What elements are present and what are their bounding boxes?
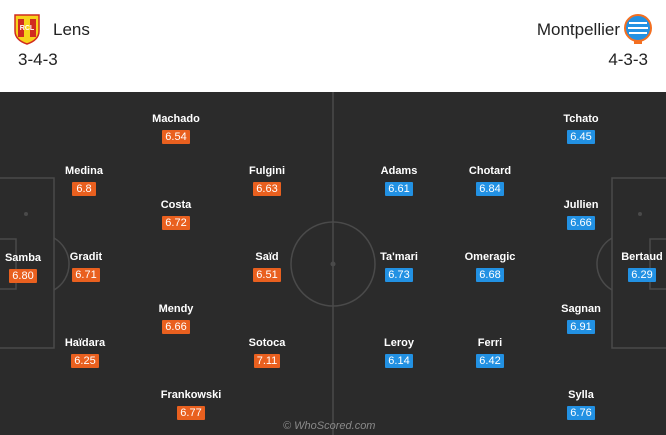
home-player-card[interactable]: Fulgini 6.63 [227,165,307,197]
away-player-card[interactable]: Sagnan 6.91 [541,303,621,335]
home-player-card[interactable]: Haïdara 6.25 [45,337,125,369]
player-rating-badge: 6.8 [72,182,96,196]
away-player-card[interactable]: Omeragic 6.68 [450,251,530,283]
player-name: Costa [160,199,192,211]
player-name: Leroy [384,337,414,349]
player-rating-badge: 6.76 [567,406,595,420]
away-player-card[interactable]: Adams 6.61 [359,165,439,197]
home-player-card[interactable]: Gradit 6.71 [46,251,126,283]
player-rating-badge: 6.51 [253,268,281,282]
player-name: Frankowski [160,389,222,401]
away-formation: 4-3-3 [608,50,648,69]
player-name: Tchato [563,113,599,125]
player-name: Haïdara [64,337,106,349]
match-header: RCL Lens 3-4-3 Montpellier 4-3-3 [0,0,666,92]
lens-crest-icon[interactable]: RCL [14,13,40,45]
player-rating-badge: 6.84 [476,182,504,196]
player-name: Samba [4,252,42,264]
player-name: Bertaud [621,251,663,263]
player-rating-badge: 6.66 [567,216,595,230]
player-rating-badge: 6.68 [476,268,504,282]
home-player-card[interactable]: Saïd 6.51 [227,251,307,283]
player-name: Omeragic [464,251,516,263]
player-name: Chotard [468,165,512,177]
player-rating-badge: 6.14 [385,354,413,368]
player-name: Adams [380,165,418,177]
away-player-card[interactable]: Tchato 6.45 [541,113,621,145]
home-formation: 3-4-3 [18,50,58,69]
player-rating-badge: 6.71 [72,268,100,282]
player-name: Gradit [69,251,103,263]
player-name: Mendy [158,303,194,315]
player-name: Ferri [477,337,503,349]
player-name: Jullien [563,199,599,211]
whoscored-watermark: © WhoScored.com [283,420,376,432]
player-rating-badge: 6.61 [385,182,413,196]
player-rating-badge: 6.91 [567,320,595,334]
home-team-name[interactable]: Lens [53,20,90,39]
player-name: Saïd [255,251,279,263]
svg-text:RCL: RCL [20,25,35,32]
player-name: Medina [65,165,103,177]
player-rating-badge: 6.25 [71,354,99,368]
pitch: Samba 6.80 Medina 6.8 Gradit 6.71 Haïdar… [0,92,666,435]
away-player-card[interactable]: Leroy 6.14 [359,337,439,369]
player-rating-badge: 6.80 [9,269,37,283]
player-rating-badge: 6.45 [567,130,595,144]
away-team-name[interactable]: Montpellier [536,20,620,39]
player-rating-badge: 6.54 [162,130,190,144]
player-name: Sylla [568,389,594,401]
home-player-card[interactable]: Sotoca 7.11 [227,337,307,369]
player-name: Fulgini [248,165,286,177]
player-rating-badge: 6.77 [177,406,205,420]
away-player-card[interactable]: Ta'mari 6.73 [359,251,439,283]
away-player-card[interactable]: Bertaud 6.29 [602,251,666,283]
away-player-card[interactable]: Chotard 6.84 [450,165,530,197]
player-rating-badge: 6.66 [162,320,190,334]
away-player-card[interactable]: Sylla 6.76 [541,389,621,421]
player-name: Ta'mari [380,251,418,263]
home-player-card[interactable]: Machado 6.54 [136,113,216,145]
player-rating-badge: 6.73 [385,268,413,282]
home-player-card[interactable]: Mendy 6.66 [136,303,216,335]
home-player-card[interactable]: Medina 6.8 [44,165,124,197]
player-rating-badge: 7.11 [253,354,281,368]
home-player-card[interactable]: Frankowski 6.77 [151,389,231,421]
away-player-card[interactable]: Ferri 6.42 [450,337,530,369]
player-rating-badge: 6.42 [476,354,504,368]
player-name: Sotoca [248,337,286,349]
player-rating-badge: 6.63 [253,182,281,196]
player-rating-badge: 6.29 [628,268,656,282]
home-player-card[interactable]: Samba 6.80 [0,252,63,284]
home-player-card[interactable]: Costa 6.72 [136,199,216,231]
player-rating-badge: 6.72 [162,216,190,230]
pitch-markings [0,92,666,435]
away-player-card[interactable]: Jullien 6.66 [541,199,621,231]
player-name: Machado [152,113,200,125]
player-name: Sagnan [561,303,601,315]
montpellier-crest-icon[interactable] [623,13,653,45]
